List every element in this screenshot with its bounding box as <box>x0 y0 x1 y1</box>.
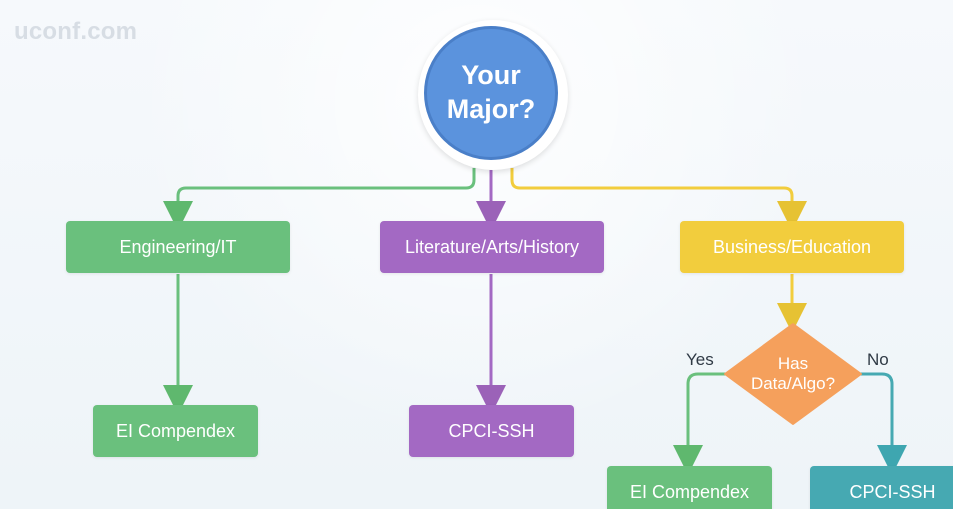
major-root-node: Your Major? <box>418 20 568 170</box>
decision-diamond-shape <box>724 323 862 425</box>
no-branch-label: No <box>867 350 889 369</box>
engineering-outcome-label: EI Compendex <box>115 420 236 441</box>
literature-outcome-node: CPCI-SSH <box>409 405 574 457</box>
decision-no-connector <box>860 372 907 475</box>
decision-line1: Has <box>777 353 809 373</box>
business-yes-outcome-node: EI Compendex <box>607 466 772 509</box>
watermark-logo: uconf.com <box>14 18 138 45</box>
yes-branch-label: Yes <box>686 350 714 369</box>
major-root-circle: Your Major? <box>424 26 558 160</box>
business-node: Business/Education <box>680 221 904 273</box>
engineering-node: Engineering/IT <box>66 221 290 273</box>
data-algo-decision-node: Has Data/Algo? <box>723 322 863 426</box>
decision-line2: Data/Algo? <box>750 374 836 393</box>
decision-label: Has Data/Algo? <box>723 322 863 426</box>
major-root-line1: Your <box>461 60 521 91</box>
literature-node-label: Literature/Arts/History <box>404 236 580 257</box>
business-no-outcome-node: CPCI-SSH <box>810 466 953 509</box>
engineering-outcome-node: EI Compendex <box>93 405 258 457</box>
business-no-outcome-label: CPCI-SSH <box>849 481 936 502</box>
major-root-label: Your Major? <box>447 59 536 127</box>
engineering-node-label: Engineering/IT <box>119 236 237 257</box>
decision-yes-connector <box>673 372 728 475</box>
business-node-label: Business/Education <box>712 236 872 257</box>
root-to-business-connector <box>510 168 807 231</box>
major-root-line2: Major? <box>446 94 536 124</box>
literature-node: Literature/Arts/History <box>380 221 604 273</box>
root-to-engineering-connector <box>163 168 476 231</box>
business-yes-outcome-label: EI Compendex <box>629 481 750 502</box>
literature-outcome-label: CPCI-SSH <box>448 420 535 441</box>
